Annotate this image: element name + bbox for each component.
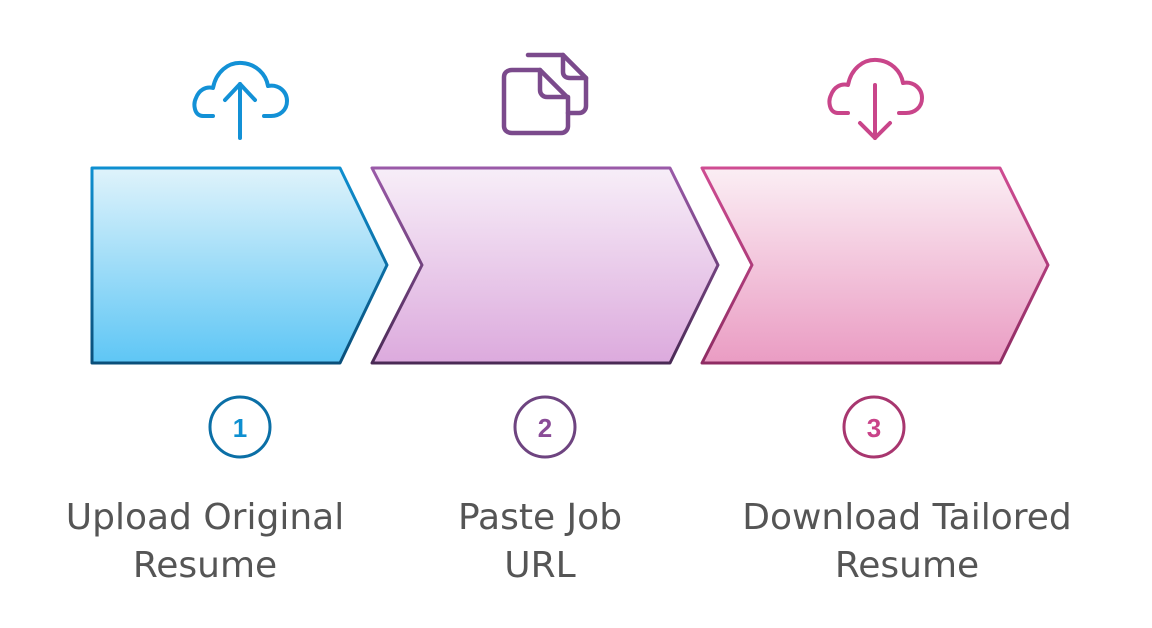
step-3-label: Download Tailored Resume <box>742 494 1072 590</box>
step-3-number-badge: 3 <box>842 395 906 459</box>
step-2-chevron <box>370 166 720 365</box>
step-2-label: Paste Job URL <box>458 494 622 590</box>
step-2-label-line2: URL <box>504 545 576 586</box>
step-1-chevron <box>90 166 389 365</box>
copy-pages-icon <box>501 52 589 136</box>
step-1-number-badge: 1 <box>208 395 272 459</box>
step-1-label-line1: Upload Original <box>65 497 345 538</box>
step-1-label-line2: Resume <box>132 545 278 586</box>
cloud-download-icon <box>827 57 924 140</box>
step-3-chevron <box>700 166 1050 365</box>
step-3-number: 3 <box>867 413 881 443</box>
step-2-label-line1: Paste Job <box>457 497 623 538</box>
step-3-label-line2: Resume <box>834 545 980 586</box>
step-2-number-badge: 2 <box>513 395 577 459</box>
step-1-number: 1 <box>233 413 247 443</box>
step-2-number: 2 <box>538 413 552 443</box>
step-3-label-line1: Download Tailored <box>742 497 1072 538</box>
step-1-label: Upload Original Resume <box>66 494 344 590</box>
cloud-upload-icon <box>192 60 289 140</box>
